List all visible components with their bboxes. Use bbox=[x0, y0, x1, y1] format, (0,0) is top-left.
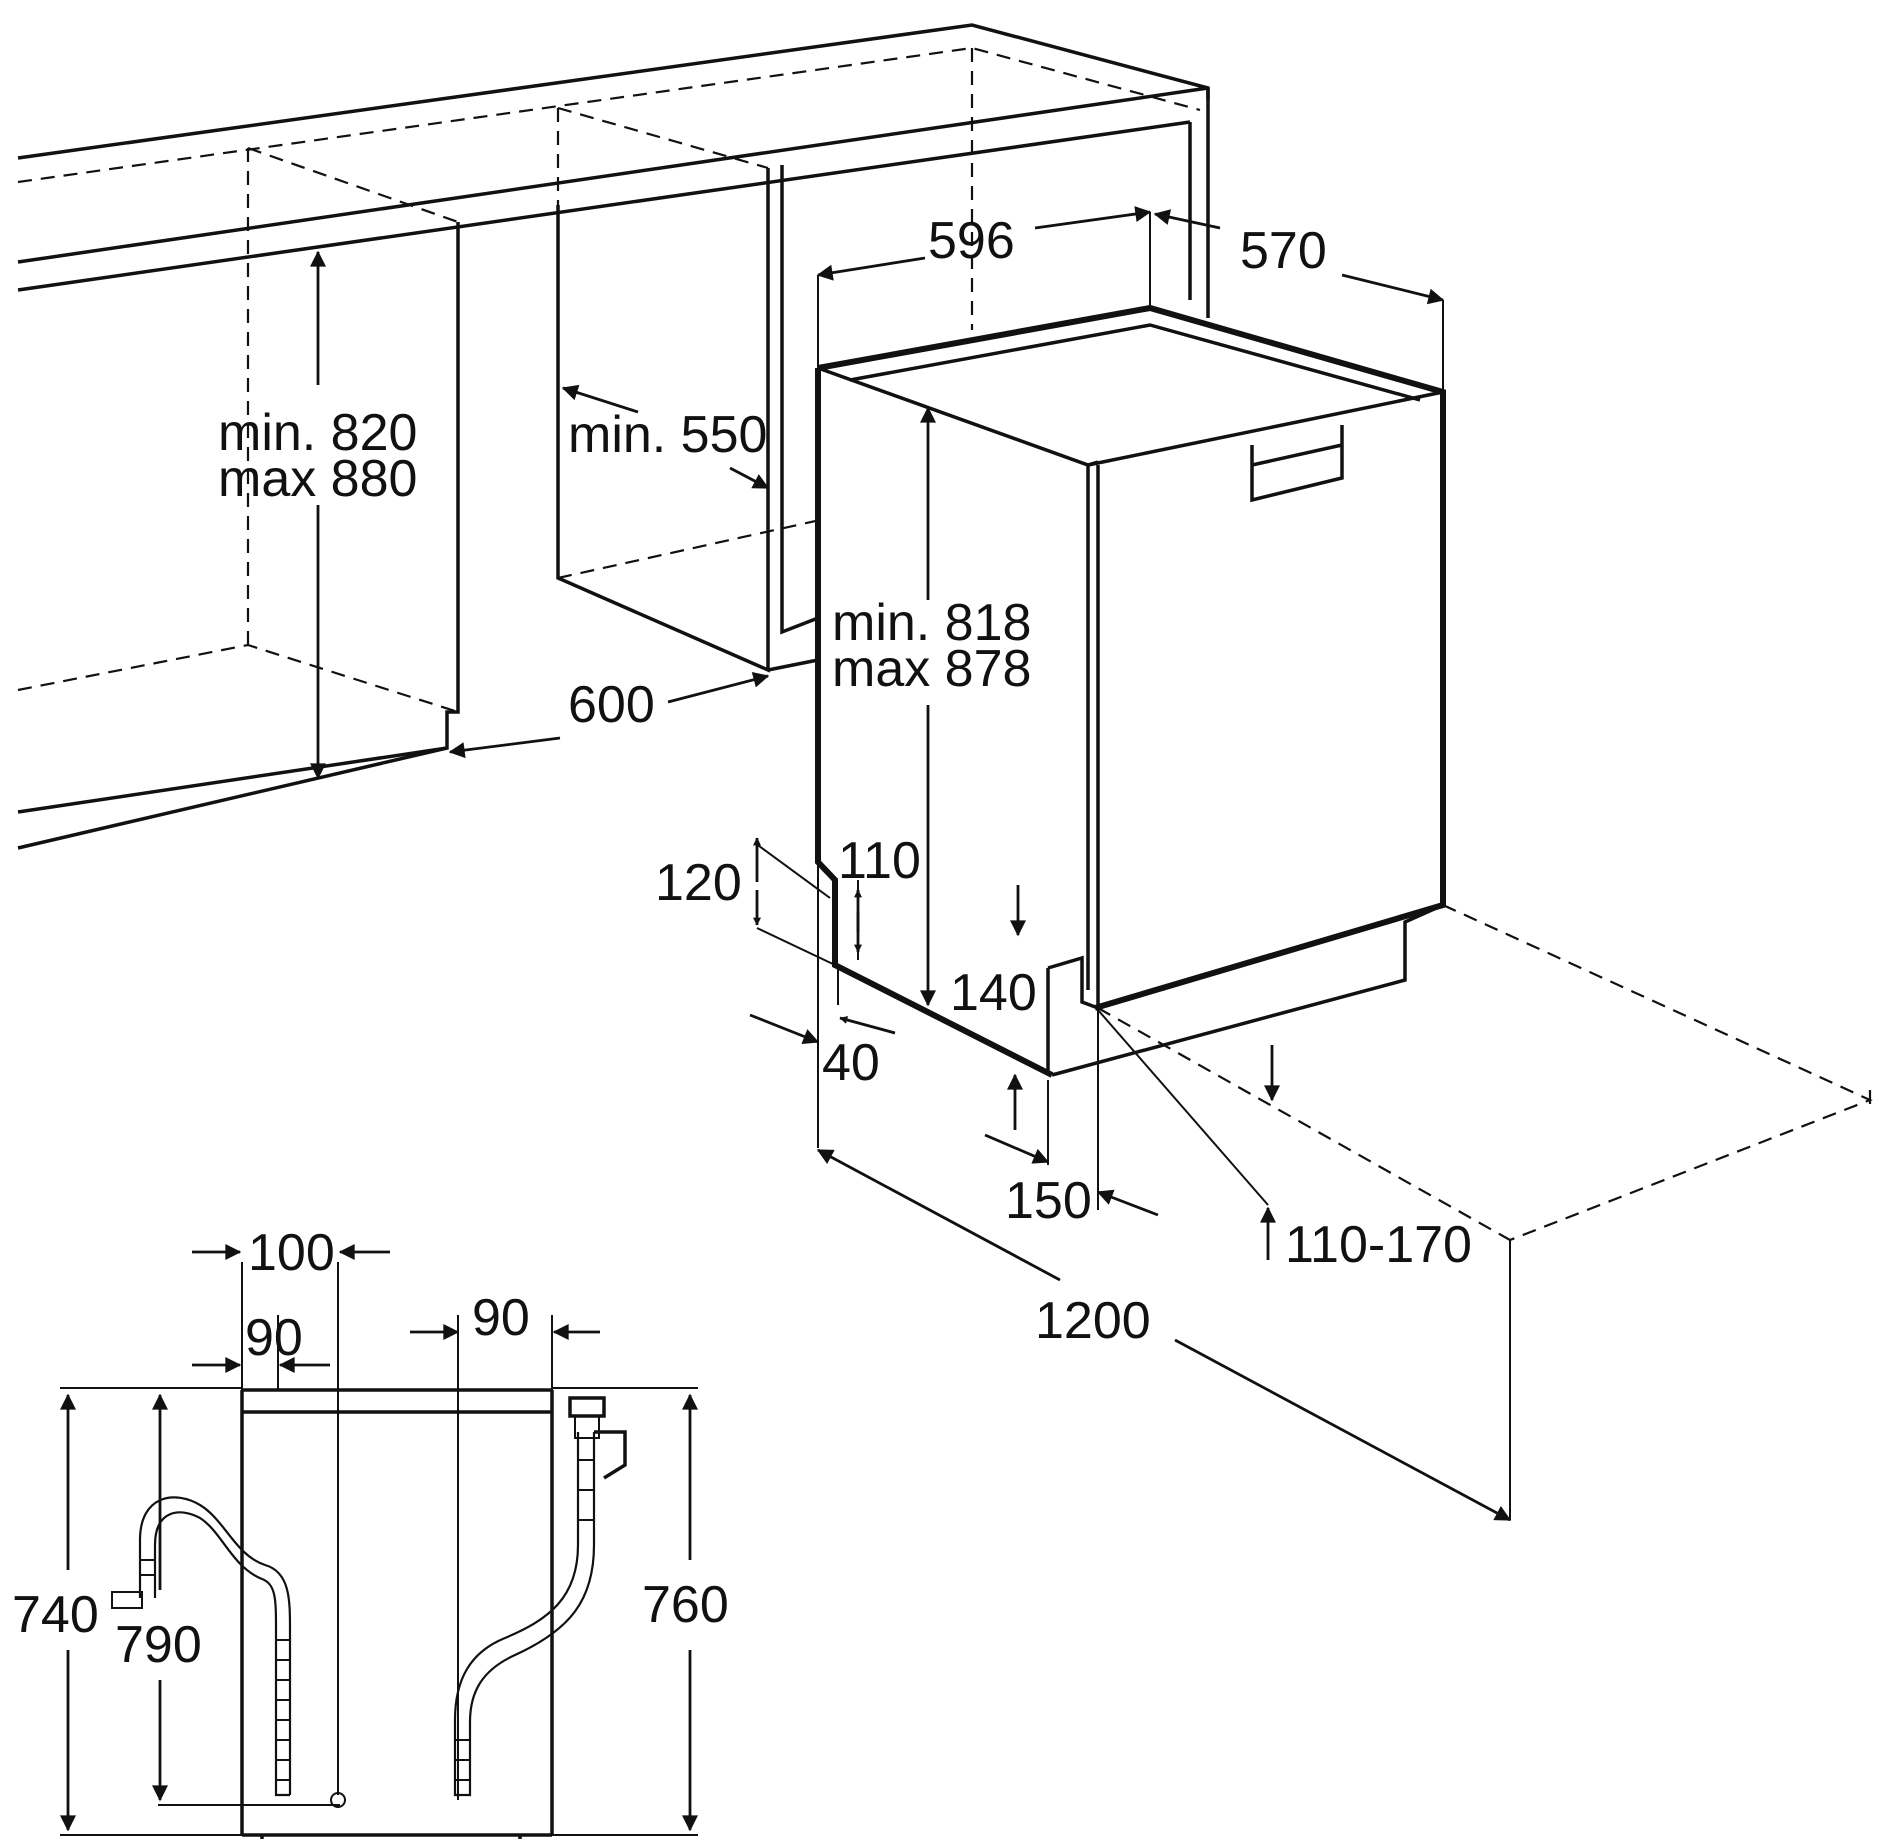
hose-dimension-arrows bbox=[60, 1244, 698, 1832]
label-plinth-depth-150: 150 bbox=[1005, 1172, 1092, 1230]
dimension-labels: min. 820 max 880 min. 550 600 596 570 mi… bbox=[12, 212, 1472, 1674]
label-plinth-120: 120 bbox=[655, 854, 742, 912]
dimension-arrows bbox=[310, 206, 1512, 1522]
label-counter-height-min: min. 820 bbox=[218, 404, 417, 462]
label-hose-right-90: 90 bbox=[472, 1289, 530, 1347]
label-height-740: 740 bbox=[12, 1586, 99, 1644]
label-plinth-110: 110 bbox=[838, 832, 921, 890]
label-appliance-height-min: min. 818 bbox=[832, 594, 1031, 652]
label-height-790: 790 bbox=[115, 1616, 202, 1674]
label-counter-height-max: max 880 bbox=[218, 450, 417, 508]
label-depth: 570 bbox=[1240, 222, 1327, 280]
label-hose-100: 100 bbox=[248, 1224, 335, 1282]
label-niche-depth-min: min. 550 bbox=[568, 406, 767, 464]
label-door-gap-140: 140 bbox=[950, 964, 1037, 1022]
inlet-hose bbox=[453, 1396, 627, 1797]
label-plinth-height-range: 110-170 bbox=[1285, 1216, 1472, 1274]
left-cabinet bbox=[17, 146, 460, 850]
label-height-760: 760 bbox=[642, 1576, 729, 1634]
drain-hose bbox=[111, 1496, 292, 1797]
label-appliance-height-max: max 878 bbox=[832, 640, 1031, 698]
label-door-swing-1200: 1200 bbox=[1035, 1292, 1151, 1350]
label-recess-40: 40 bbox=[822, 1034, 880, 1092]
label-hose-left-90: 90 bbox=[245, 1309, 303, 1367]
hose-view bbox=[60, 1262, 698, 1839]
label-width: 596 bbox=[928, 212, 1015, 270]
label-niche-width: 600 bbox=[568, 676, 655, 734]
countertop bbox=[17, 23, 1210, 330]
dishwasher-body bbox=[815, 304, 1873, 1242]
